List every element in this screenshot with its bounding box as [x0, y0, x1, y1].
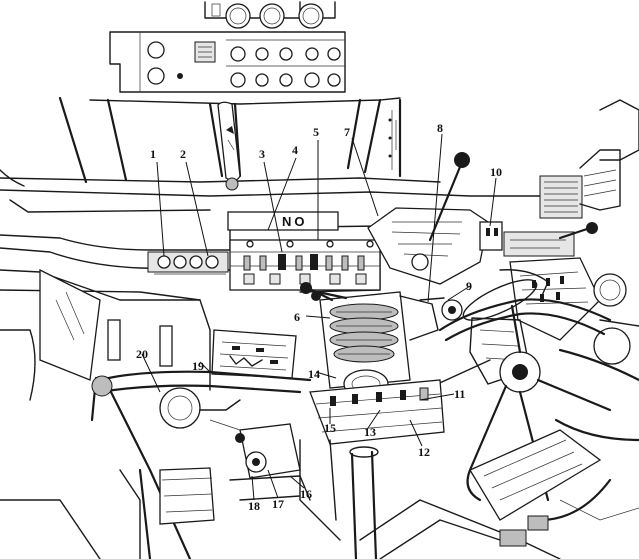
lever-knob: [454, 152, 470, 168]
left-sidewall: [0, 268, 211, 559]
callout-3: 3: [259, 147, 265, 161]
pedestal: [299, 379, 445, 559]
callout-1: 1: [150, 147, 156, 161]
callout-5: 5: [313, 125, 319, 139]
panel-gauge-3: [189, 255, 203, 269]
callout-18: 18: [248, 499, 260, 513]
inset-gauge-1: [225, 3, 251, 29]
engine-control-quadrant-cover: [367, 152, 489, 285]
main-panel: [0, 211, 381, 293]
overhead-handle: [217, 101, 241, 191]
placard-text: NO: [282, 214, 308, 229]
callout-13: 13: [364, 425, 376, 439]
inset-gauge-2: [259, 3, 285, 29]
callout-15: 15: [324, 421, 336, 435]
warning-placard: NO: [282, 214, 308, 229]
inset-gauge-5: [147, 67, 165, 85]
panel-gauge-2: [173, 255, 187, 269]
leader-lines: [141, 133, 497, 501]
windscreen-frame: [0, 96, 639, 213]
inset-gauge-4: [147, 41, 165, 59]
placard-panel: [211, 329, 297, 379]
callout-19: 19: [192, 359, 204, 373]
callout-11: 11: [454, 387, 465, 401]
callout-2: 2: [180, 147, 186, 161]
panel-gauge-1: [157, 255, 171, 269]
right-panel: [479, 149, 621, 257]
inset-gauge-3: [298, 3, 324, 29]
panel-gauge-4: [205, 255, 219, 269]
callout-20: 20: [136, 347, 148, 361]
callout-9: 9: [466, 279, 472, 293]
callout-4: 4: [292, 143, 298, 157]
callout-labels: 1 2 3 4 5 6 7 8 9 10 11 12 13 14 15 16 1…: [136, 121, 502, 513]
switch-bank: [243, 240, 374, 285]
side-console: [469, 257, 639, 385]
seat-frame: [90, 370, 312, 559]
callout-17: 17: [272, 497, 284, 511]
callout-10: 10: [490, 165, 502, 179]
callout-7: 7: [344, 125, 350, 139]
callout-14: 14: [308, 367, 320, 381]
callout-8: 8: [437, 121, 443, 135]
callout-6: 6: [294, 310, 300, 324]
callout-16: 16: [300, 487, 312, 501]
rudder-pedal-right: [359, 429, 639, 559]
inset-instrument-panel: [109, 1, 346, 93]
control-yoke: [419, 269, 639, 522]
rudder-pedal-left: [199, 399, 311, 501]
callout-12: 12: [418, 445, 430, 459]
